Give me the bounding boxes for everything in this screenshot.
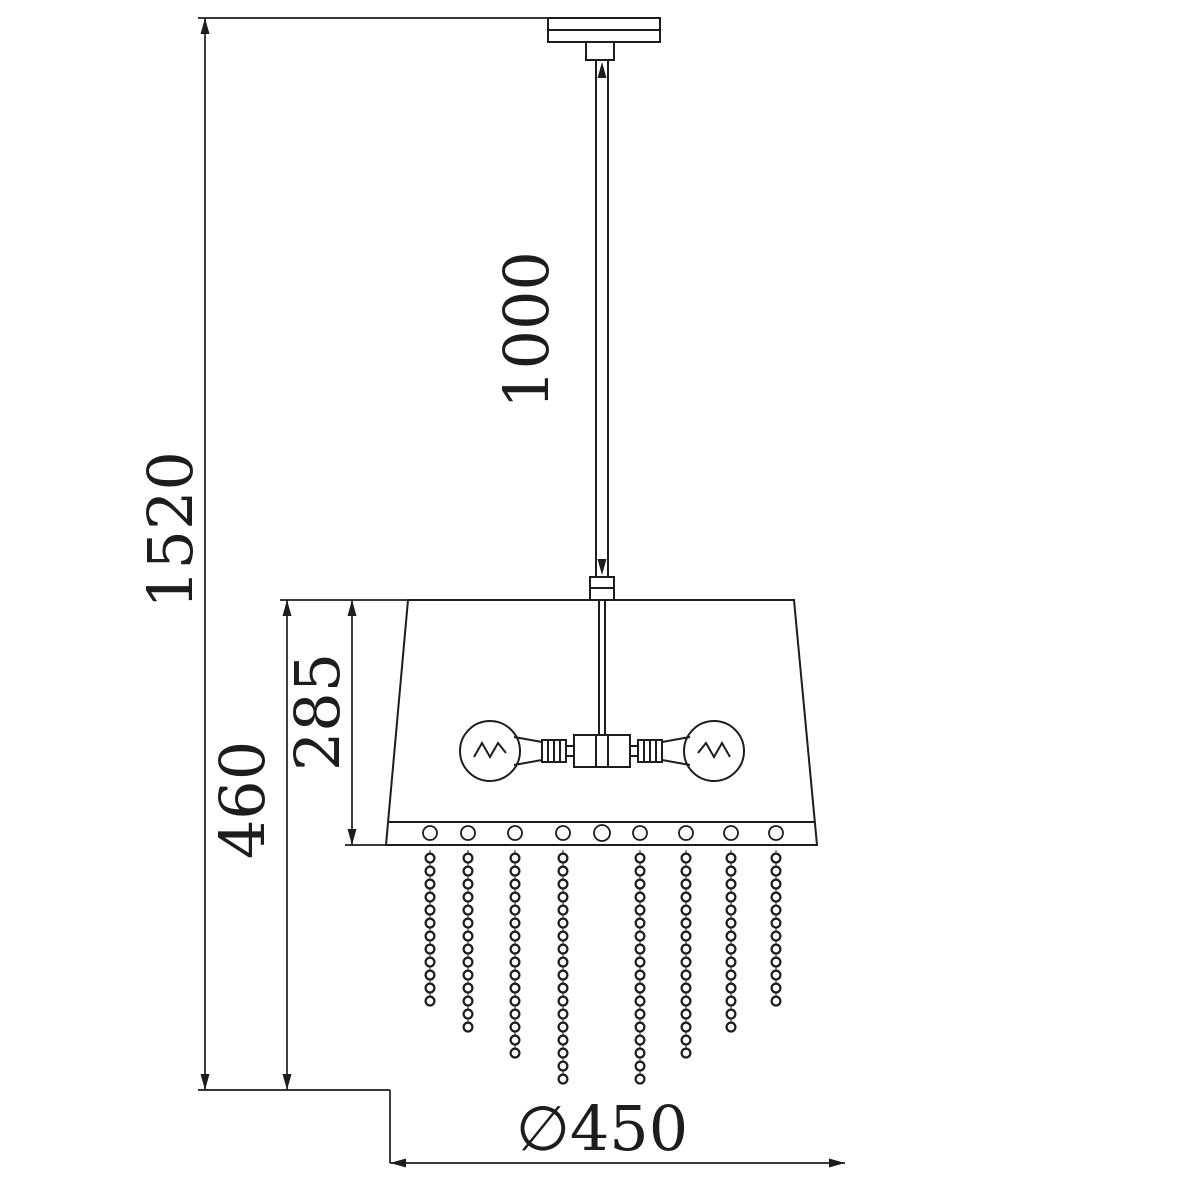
dimension-label-diameter: ∅450 [516,1092,688,1165]
light-bulb-right [630,720,745,782]
socket-bracket [573,734,631,768]
arrow-icon [347,600,357,616]
band-bead [632,825,648,841]
dimension-label-lower-section: 460 [206,741,279,859]
band-bead [678,825,694,841]
arrow-icon [200,1074,210,1090]
arrow-icon [282,600,292,616]
shade-outline [384,599,819,846]
arrow-icon [347,829,357,845]
canopy-neck [585,41,615,61]
arrow-icon [597,62,607,78]
band-bead [723,825,739,841]
lampshade [384,599,819,846]
dimension-label-shade-height: 285 [281,653,354,771]
band-bead [507,825,523,841]
arrow-icon [390,1158,406,1168]
bulb-neck-bottom [513,759,543,766]
band-bead [768,825,784,841]
band-bead [460,825,476,841]
bulb-neck-top [513,736,543,743]
bulb-neck-bottom [661,759,691,766]
dimension-arrowheads [200,18,845,1168]
arrow-icon [200,18,210,34]
dimension-label-rod-length: 1000 [490,251,563,409]
arrow-icon [829,1158,845,1168]
band-center-finial [593,824,611,842]
bulb-filament [697,740,731,760]
arrow-icon [282,1074,292,1090]
bottom-band-beads [422,824,784,842]
light-bulb-left [459,720,574,782]
dimension-label-overall-height: 1520 [134,451,207,609]
arrow-icon [597,559,607,575]
band-bead [555,825,571,841]
bulb-neck-top [661,736,691,743]
dimension-lines [198,17,845,1164]
suspension-rod [589,60,615,735]
band-bead [422,825,438,841]
bulb-globe [683,720,745,782]
bulb-globe [459,720,521,782]
bead-chains [424,850,782,1085]
bracket-body [573,734,631,768]
bulb-filament [473,740,507,760]
ceiling-canopy [547,17,661,61]
